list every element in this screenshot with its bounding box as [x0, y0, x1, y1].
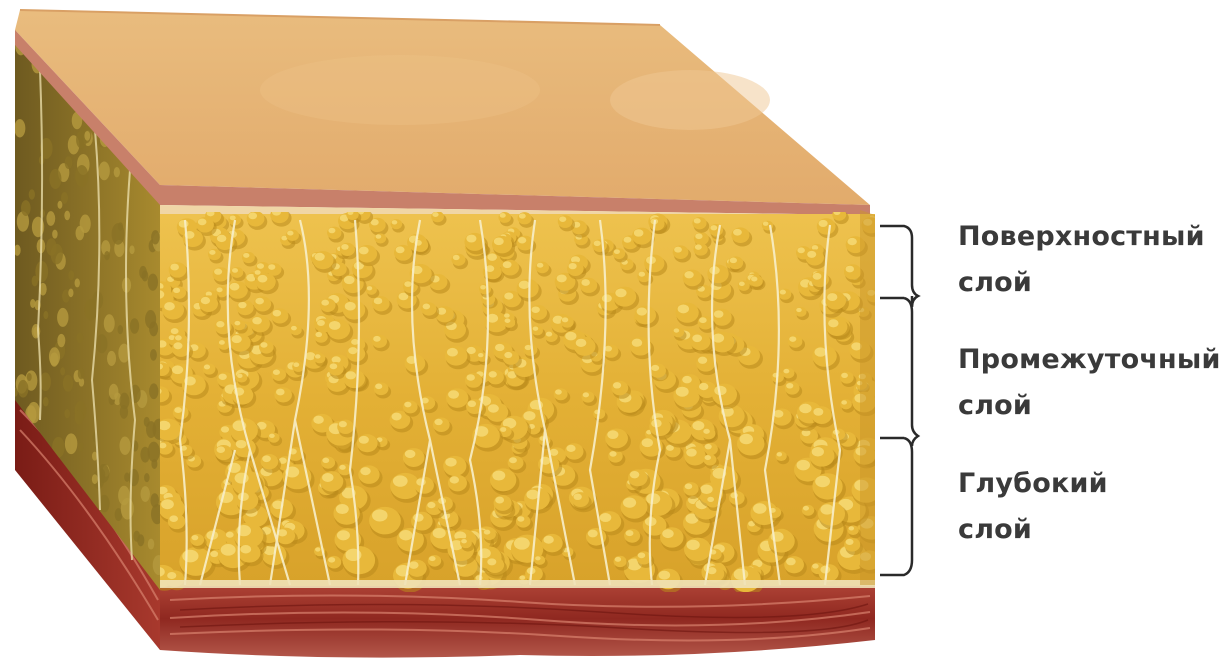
bracket-deep: [880, 438, 912, 575]
label-deep-layer: Глубокий слой: [958, 461, 1108, 553]
label-superficial-line1: Поверхностный: [958, 214, 1205, 260]
label-superficial-line2: слой: [958, 260, 1205, 306]
bracket-intermediate: [904, 298, 918, 446]
label-deep-line2: слой: [958, 507, 1108, 553]
label-intermediate-line1: Промежуточный: [958, 337, 1221, 383]
bracket-superficial: [880, 226, 918, 307]
label-intermediate-line2: слой: [958, 383, 1221, 429]
layer-brackets: [880, 226, 918, 575]
label-intermediate-layer: Промежуточный слой: [958, 337, 1221, 429]
label-deep-line1: Глубокий: [958, 461, 1108, 507]
label-superficial-layer: Поверхностный слой: [958, 214, 1205, 306]
fat-layer: [150, 207, 888, 596]
